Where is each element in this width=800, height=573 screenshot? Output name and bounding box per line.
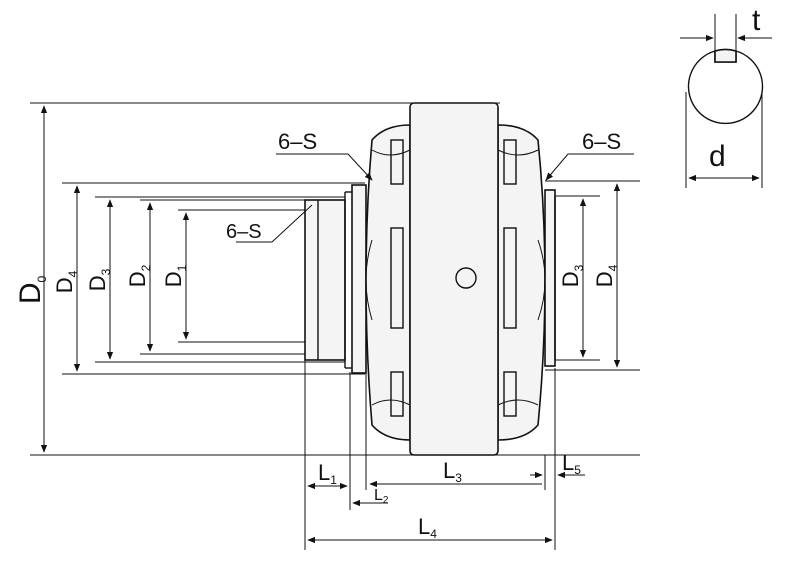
svg-text:L2: L2: [374, 487, 389, 506]
coupling-body: [365, 102, 546, 456]
svg-text:L1: L1: [318, 460, 337, 487]
svg-text:D1: D1: [161, 264, 189, 287]
left-hub: [304, 184, 367, 374]
svg-text:6–S: 6–S: [278, 129, 317, 154]
label-l1: L1: [318, 460, 337, 487]
extension-lines: [30, 102, 640, 456]
svg-text:D3: D3: [85, 268, 113, 291]
label-d2: D2: [125, 264, 153, 287]
svg-text:L4: L4: [418, 514, 437, 541]
six-s-inner-callout: 6–S: [226, 204, 313, 243]
right-hub: [544, 189, 556, 367]
six-s-right-callout: 6–S: [545, 129, 634, 181]
label-d1: D1: [161, 264, 189, 287]
label-t: t: [752, 4, 761, 37]
svg-text:D2: D2: [125, 264, 153, 287]
label-d4-right: D4: [592, 264, 620, 287]
label-d4-left: D4: [52, 270, 80, 293]
vertical-dimensions: [40, 105, 621, 453]
label-d0: D0: [14, 276, 49, 305]
six-s-left-callout: 6–S: [276, 129, 373, 181]
horizontal-dimensions: [304, 360, 585, 550]
svg-text:L3: L3: [443, 458, 462, 485]
shaft-key-section: t d: [680, 4, 772, 188]
label-l3: L3: [443, 458, 462, 485]
label-d3-right: D3: [558, 264, 586, 287]
svg-text:D3: D3: [558, 264, 586, 287]
svg-text:D4: D4: [52, 270, 80, 293]
svg-text:D4: D4: [592, 264, 620, 287]
label-l2: L2: [374, 487, 389, 506]
label-l4: L4: [418, 514, 437, 541]
label-d3-left: D3: [85, 268, 113, 291]
label-l5: L5: [562, 450, 581, 477]
label-d: d: [709, 140, 726, 173]
svg-text:D0: D0: [14, 276, 49, 305]
svg-text:L5: L5: [562, 450, 581, 477]
svg-text:6–S: 6–S: [582, 129, 621, 154]
svg-text:6–S: 6–S: [226, 221, 262, 243]
